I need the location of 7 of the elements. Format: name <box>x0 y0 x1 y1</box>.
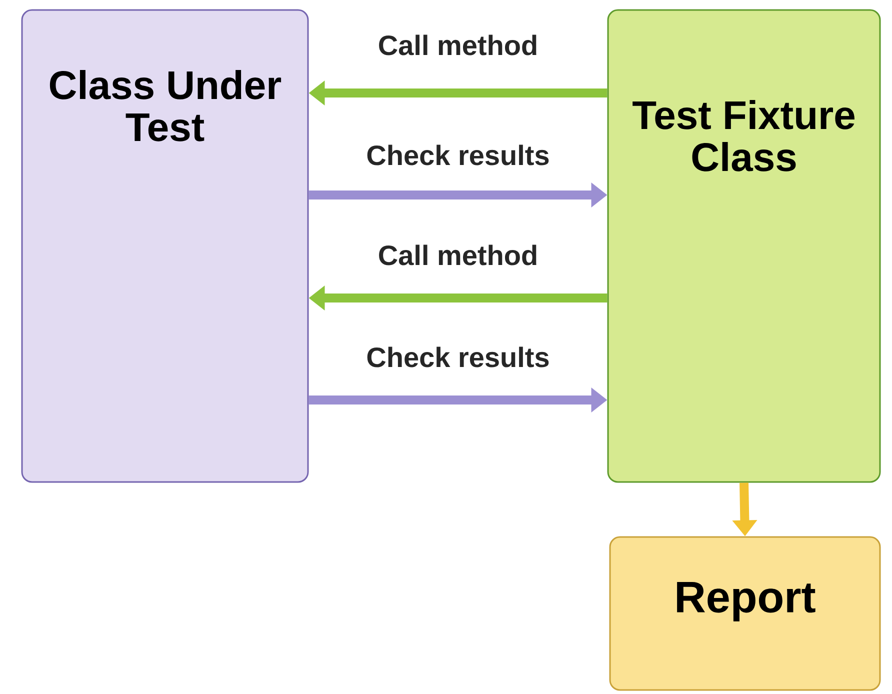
report-box: Report <box>609 536 881 691</box>
edge-label: Check results <box>367 144 549 166</box>
class-box: Test Fixture Class <box>607 9 881 483</box>
edge-label: Call method <box>379 244 536 266</box>
edge-label: Check results <box>367 346 549 368</box>
class-box: Class Under Test <box>21 9 309 483</box>
edge-label: Call method <box>379 34 536 56</box>
